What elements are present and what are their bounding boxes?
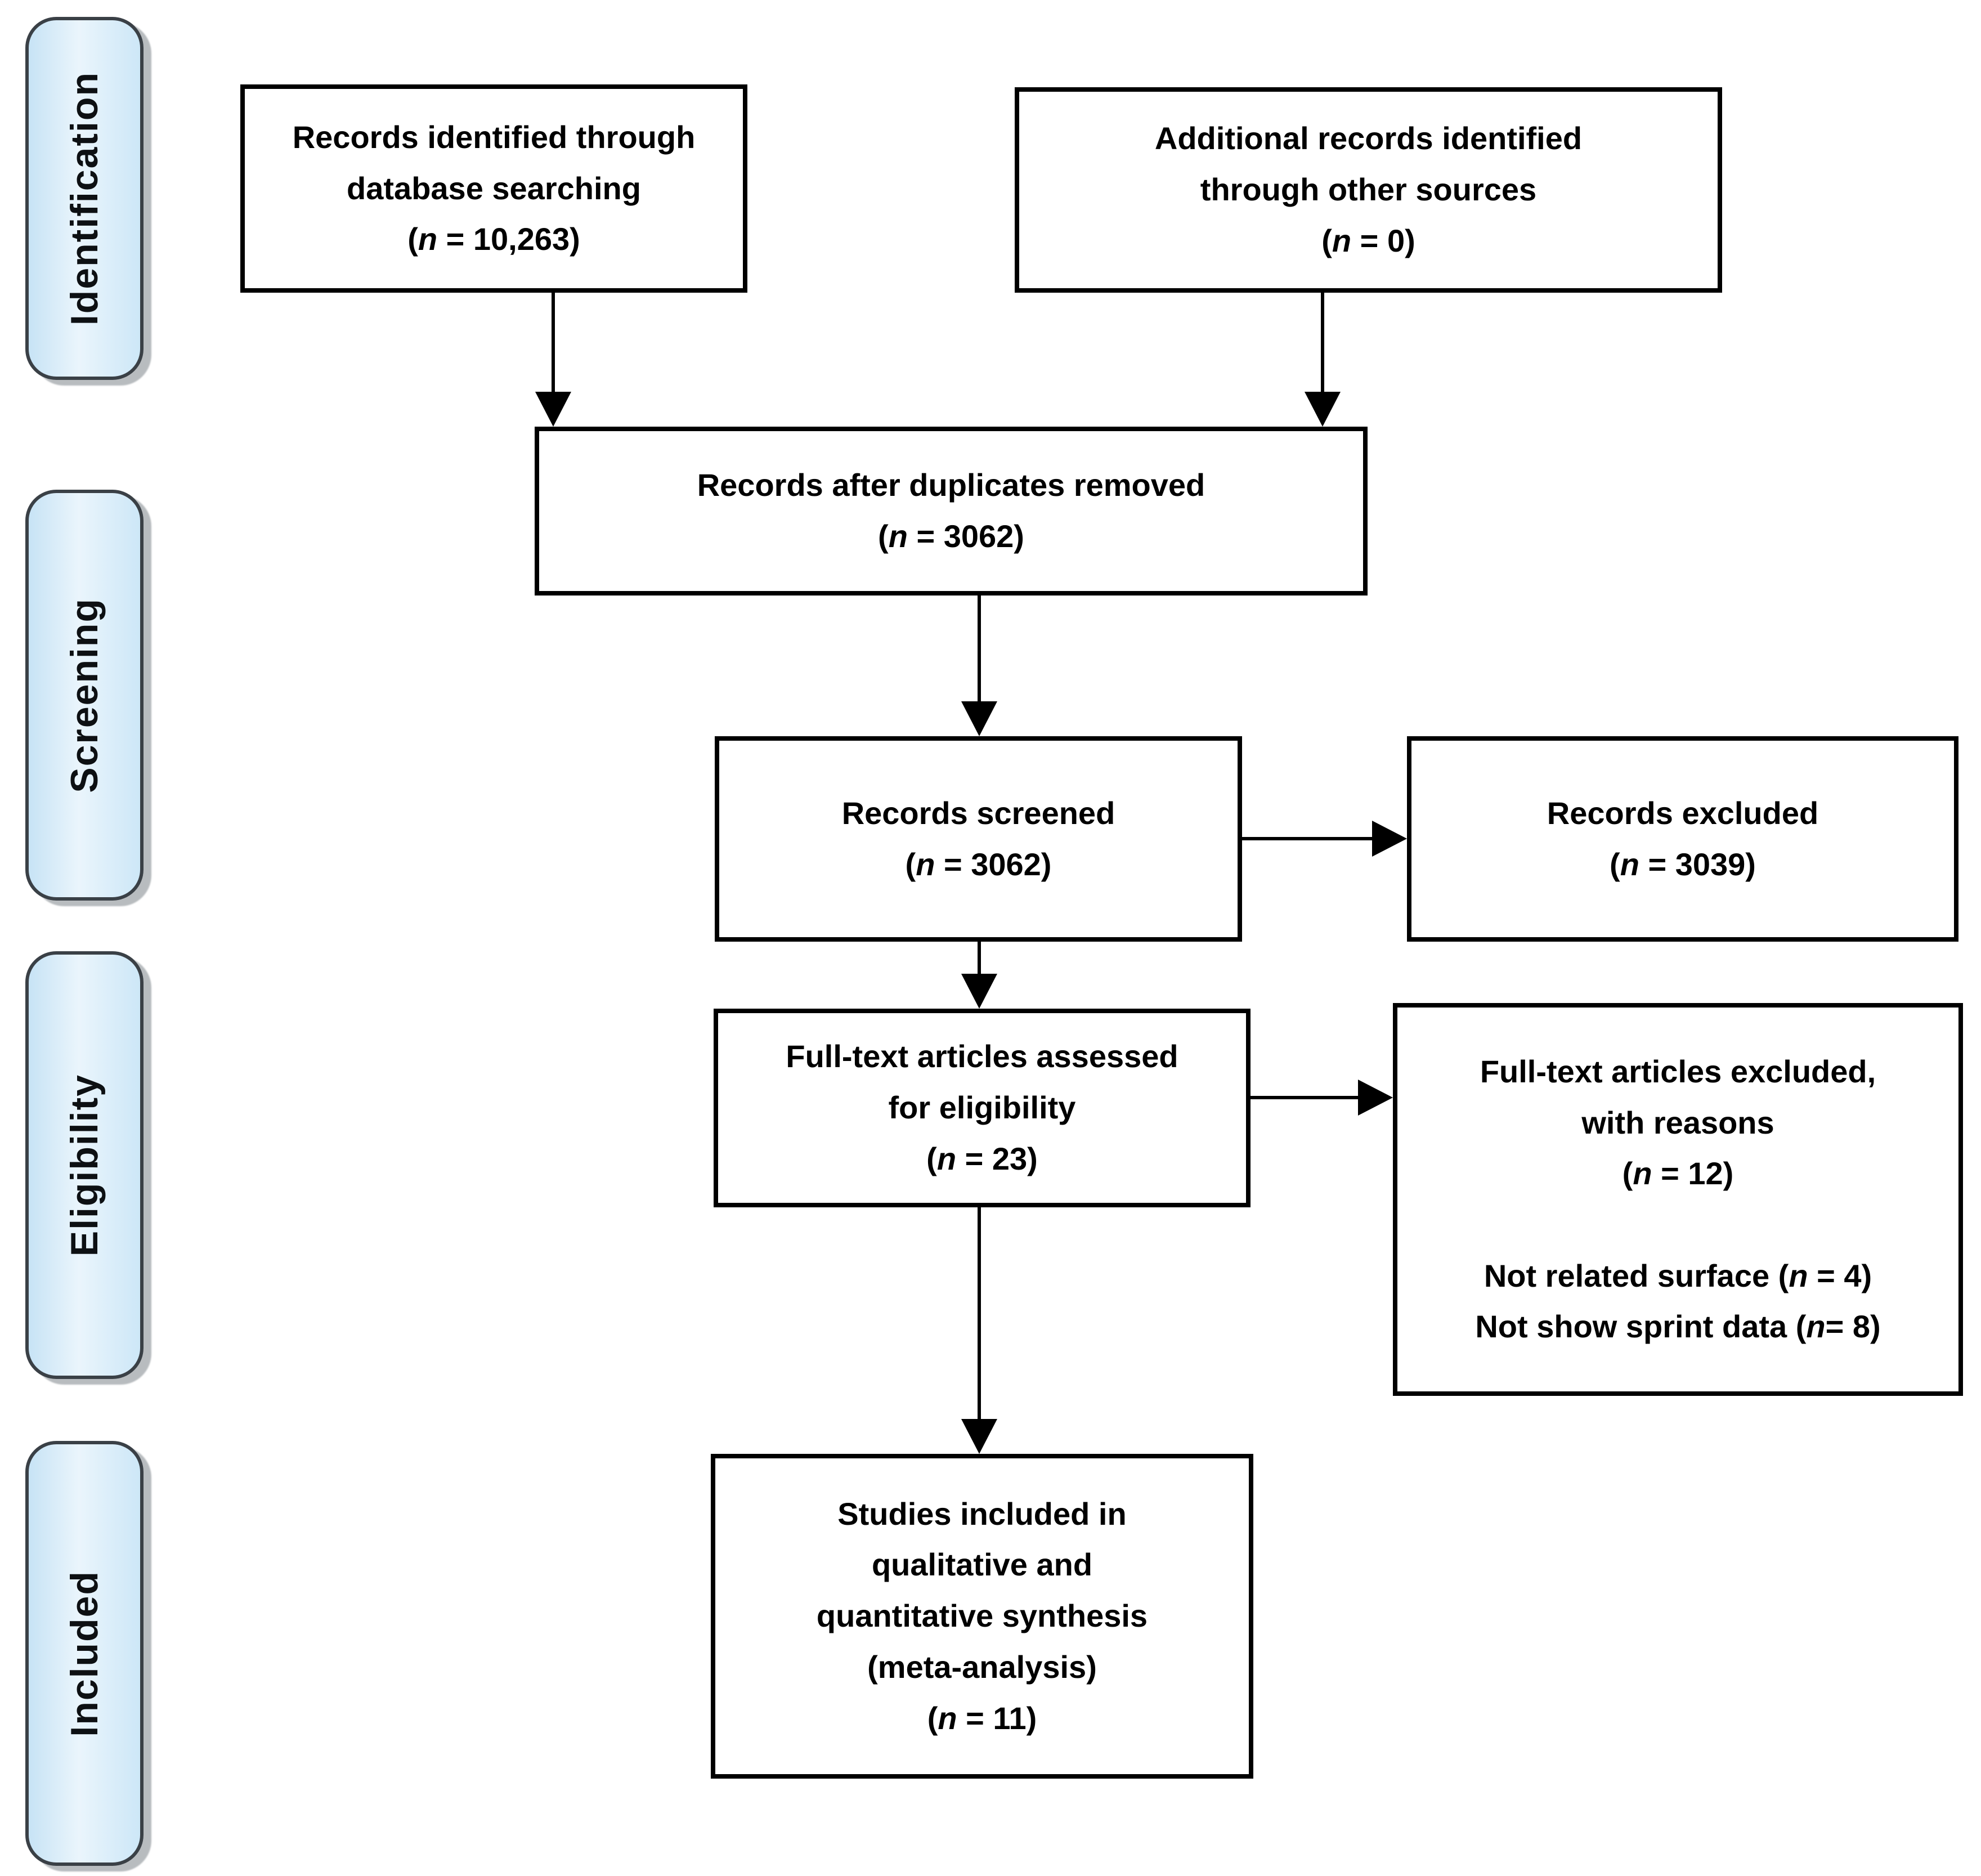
stage-included: Included: [25, 1441, 144, 1866]
arrow-fulltext-to-fulltext-excluded-line: [1251, 1096, 1358, 1099]
arrow-additional-to-duplicates-line: [1321, 293, 1324, 392]
arrow-duplicates-to-screened-line: [978, 596, 981, 701]
arrow-fulltext-to-fulltext-excluded-arrowhead-icon: [1358, 1080, 1393, 1116]
box-records-screened: Records screened(n = 3062): [715, 736, 1242, 942]
box-duplicates-removed: Records after duplicates removed(n = 306…: [535, 427, 1368, 596]
stage-identification: Identification: [25, 17, 144, 380]
arrow-fulltext-to-included-line: [978, 1207, 981, 1419]
stage-eligibility-label: Eligibility: [63, 1073, 106, 1257]
stage-screening: Screening: [25, 490, 144, 901]
arrow-additional-to-duplicates-arrowhead-icon: [1305, 392, 1341, 427]
arrow-screened-to-fulltext-line: [978, 942, 981, 974]
box-records-excluded: Records excluded(n = 3039): [1407, 736, 1958, 942]
arrow-fulltext-to-included-arrowhead-icon: [961, 1419, 997, 1454]
stage-screening-label: Screening: [63, 597, 106, 793]
stage-eligibility: Eligibility: [25, 951, 144, 1379]
stage-included-label: Included: [63, 1570, 106, 1737]
arrow-duplicates-to-screened-arrowhead-icon: [961, 701, 997, 736]
arrow-identified-to-duplicates-line: [552, 293, 555, 392]
arrow-identified-to-duplicates-arrowhead-icon: [535, 392, 571, 427]
box-fulltext-excluded: Full-text articles excluded,with reasons…: [1393, 1003, 1963, 1396]
arrow-screened-to-excluded-arrowhead-icon: [1372, 821, 1407, 857]
arrow-screened-to-fulltext-arrowhead-icon: [961, 974, 997, 1009]
arrow-screened-to-excluded-line: [1242, 837, 1372, 840]
stage-identification-label: Identification: [63, 71, 106, 326]
